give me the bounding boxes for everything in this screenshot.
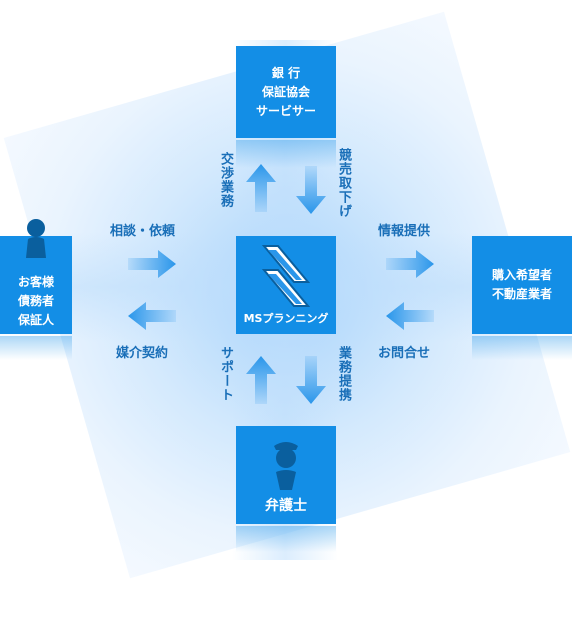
flow-label-right-bottom: お問合せ [378,346,431,361]
center-label: MSプランニング [243,312,329,325]
buyer-node: 購入希望者 不動産業者 [472,236,572,334]
arrow-down-bottom [296,356,326,404]
bank-line-2: 保証協会 [261,84,310,99]
bank-reflection [236,140,336,168]
bank-line-1: 銀 行 [271,65,301,80]
client-line-3: 保証人 [17,313,54,327]
flow-label-down-bottom: 業務提携 [336,346,351,402]
flow-label-up-bottom: サポート [218,346,233,402]
arrow-right-right [386,250,434,278]
flow-label-right-top: 情報提供 [378,224,431,239]
bank-line-3: サービサー [255,103,316,118]
arrow-up-bottom [246,356,276,404]
arrow-right-left [128,250,176,278]
lawyer-reflection [236,526,336,552]
buyer-line-1: 購入希望者 [491,268,552,282]
arrow-left-left [128,302,176,330]
buyer-reflection [472,336,572,360]
flow-label-left-bottom: 媒介契約 [116,346,169,361]
flow-label-up-top: 交渉業務 [218,152,233,208]
lawyer-node: 弁護士 [236,426,336,524]
bank-node: 銀 行 保証協会 サービサー [236,46,336,138]
lawyer-icon [274,442,298,490]
client-line-2: 債務者 [17,294,54,308]
client-line-1: お客様 [17,275,54,289]
arrow-up-top [246,164,276,212]
flow-label-left-top: 相談・依頼 [110,224,176,239]
client-reflection [0,336,72,360]
arrow-left-right [386,302,434,330]
ms-logo-icon [261,245,311,307]
center-node: MSプランニング [236,236,336,334]
person-icon [26,219,46,258]
buyer-line-2: 不動産業者 [491,287,552,301]
flow-label-down-top: 競売取下げ [336,148,351,218]
arrow-down-top [296,166,326,214]
client-node: お客様 債務者 保証人 [0,219,72,334]
lawyer-label: 弁護士 [265,498,307,514]
